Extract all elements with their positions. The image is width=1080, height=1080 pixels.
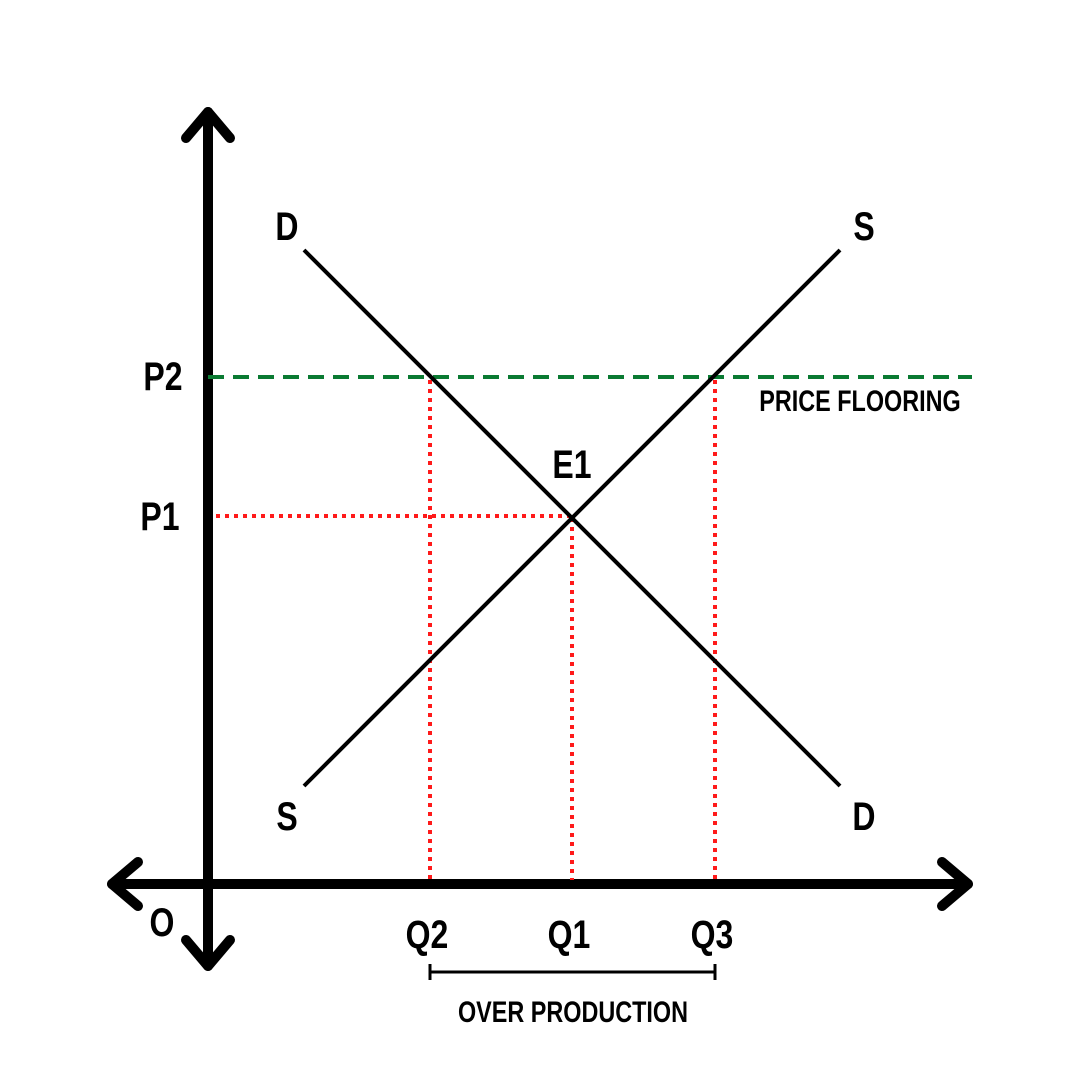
x-axis-left-arrow (107, 857, 143, 911)
price-floor-label: PRICE FLOORING (759, 384, 960, 417)
demand-top-label: D (275, 204, 298, 249)
q2-label: Q2 (406, 912, 449, 957)
q1-label: Q1 (548, 912, 591, 957)
demand-bottom-label: D (852, 794, 875, 839)
q3-label: Q3 (691, 912, 734, 957)
y-axis-top-arrow (181, 107, 235, 143)
supply-curve (302, 248, 842, 788)
supply-bottom-label: S (276, 794, 297, 839)
supply-top-label: S (853, 204, 874, 249)
origin-label: O (150, 900, 175, 945)
over-production-bracket (428, 964, 717, 980)
x-axis-right-arrow (937, 857, 973, 911)
equilibrium-label: E1 (552, 442, 591, 487)
p1-label: P1 (140, 494, 179, 539)
over-production-label: OVER PRODUCTION (458, 995, 688, 1028)
y-axis-bottom-arrow (181, 935, 235, 971)
p2-label: P2 (143, 354, 182, 399)
